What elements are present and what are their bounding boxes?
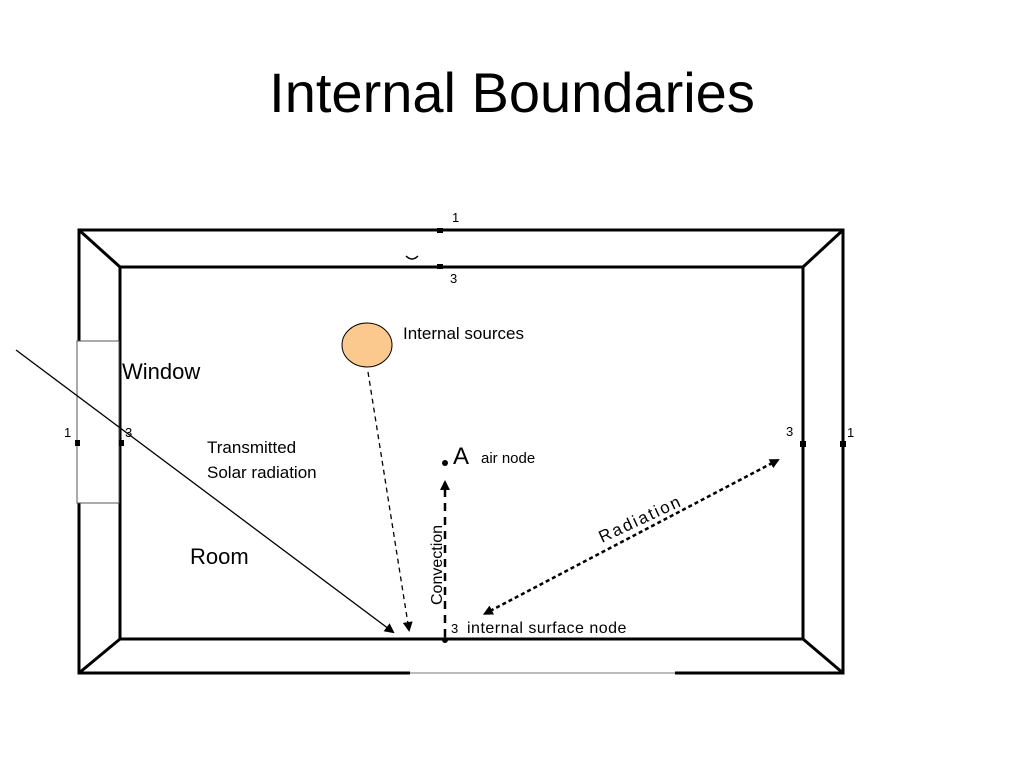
inner-wall	[118, 265, 805, 641]
top-wall-nodes: 1 3	[405, 210, 459, 286]
transmitted-label: Transmitted	[207, 438, 296, 457]
solar-radiation-label: Solar radiation	[207, 463, 317, 482]
solar-ray-arrow	[15, 349, 395, 634]
node-label: 3	[450, 271, 457, 286]
floor-opening-shadow	[410, 650, 675, 675]
internal-gain-arrow	[367, 371, 413, 632]
node-label: 1	[64, 425, 71, 440]
window-label: Window	[122, 359, 200, 384]
node-marker	[437, 228, 443, 233]
node-label: 3	[125, 425, 132, 440]
node-marker	[119, 440, 124, 446]
corner-top-right	[801, 228, 845, 269]
room-label: Room	[190, 544, 249, 569]
air-node-dot	[442, 460, 448, 466]
internal-sources-label: Internal sources	[403, 324, 524, 343]
corner-bottom-left	[78, 637, 121, 675]
node-connector-icon	[405, 255, 419, 260]
node-marker	[840, 441, 846, 447]
radiation-arrow	[482, 458, 780, 615]
left-wall-nodes: 1 3	[64, 425, 132, 446]
air-node-label: air node	[481, 450, 535, 467]
node-label: 1	[847, 425, 854, 440]
internal-source-icon	[341, 322, 393, 368]
node-label: 1	[452, 210, 459, 225]
convection-label: Convection	[429, 525, 446, 605]
radiation-label: Radiation	[596, 491, 685, 546]
air-node-letter: A	[453, 443, 469, 470]
surface-node-dot	[442, 637, 448, 643]
node-label: 3	[786, 424, 793, 439]
node-marker	[800, 441, 806, 447]
right-wall-nodes: 3 1	[786, 424, 854, 447]
node-label: 3	[451, 621, 458, 636]
corner-bottom-right	[802, 637, 844, 675]
page-title: Internal Boundaries	[269, 61, 755, 124]
internal-surface-node-label: internal surface node	[467, 620, 627, 637]
node-marker	[75, 440, 80, 446]
node-marker	[437, 264, 443, 269]
corner-top-left	[77, 228, 122, 269]
